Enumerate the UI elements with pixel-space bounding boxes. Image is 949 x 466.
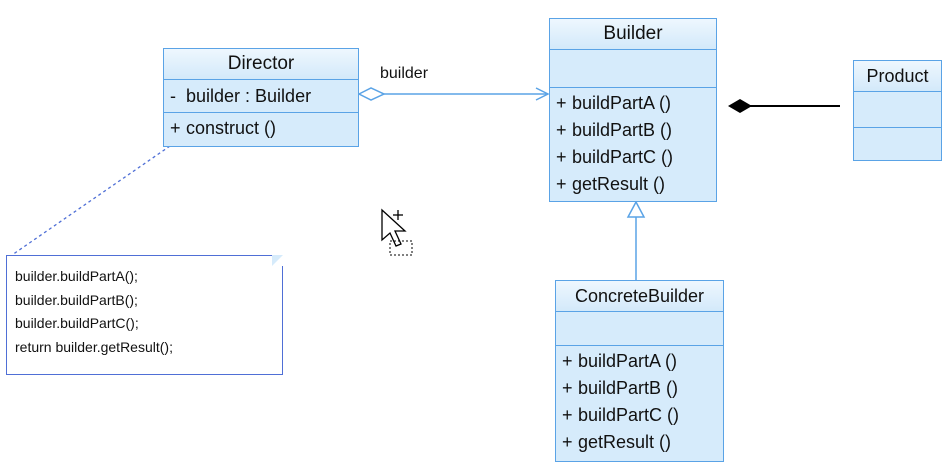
operation-row: +construct () [170, 115, 358, 142]
visibility: + [562, 378, 573, 398]
operation-text: buildPartB () [572, 120, 673, 140]
class-name: Builder [550, 19, 716, 50]
visibility: + [170, 118, 181, 138]
class-concrete-builder[interactable]: ConcreteBuilder +buildPartA () +buildPar… [555, 280, 724, 462]
visibility: + [562, 351, 573, 371]
class-director[interactable]: Director -builder : Builder +construct (… [163, 48, 359, 147]
visibility: + [556, 93, 567, 113]
class-builder[interactable]: Builder +buildPartA () +buildPartB () +b… [549, 18, 717, 202]
association-arrowhead [535, 87, 550, 101]
operation-text: construct () [186, 118, 277, 138]
note-line: builder.buildPartC(); [15, 315, 139, 331]
operation-row: +buildPartA () [556, 90, 716, 117]
operation-text: buildPartA () [578, 351, 678, 371]
operation-text: buildPartB () [578, 378, 679, 398]
class-name: Product [854, 61, 941, 92]
note-line: builder.buildPartB(); [15, 291, 138, 308]
operation-text: buildPartC () [578, 405, 680, 425]
class-name: Director [164, 49, 358, 80]
aggregation-diamond [357, 87, 386, 101]
class-product[interactable]: Product [853, 60, 942, 161]
note-fold-corner [272, 255, 283, 266]
operation-text: buildPartC () [572, 147, 674, 167]
operation-text: buildPartA () [572, 93, 672, 113]
visibility: + [556, 174, 567, 194]
operation-row: +buildPartC () [556, 144, 716, 171]
operations-section: +construct () [164, 113, 358, 142]
operation-row: +getResult () [556, 171, 716, 198]
note-line: builder.buildPartA(); [15, 268, 138, 284]
visibility: + [562, 405, 573, 425]
generalization-triangle [626, 200, 646, 218]
operation-text: getResult () [578, 432, 672, 452]
attributes-section [854, 92, 941, 128]
attributes-section [550, 50, 716, 88]
visibility: + [556, 120, 567, 140]
visibility: + [562, 432, 573, 452]
operation-row: +buildPartB () [556, 117, 716, 144]
uml-note[interactable]: builder.buildPartA(); builder.buildPartB… [6, 255, 283, 375]
operation-text: getResult () [572, 174, 666, 194]
note-anchor-line [11, 145, 171, 256]
visibility: + [556, 147, 567, 167]
operation-row: +getResult () [562, 429, 723, 456]
composition-diamond [728, 99, 752, 113]
association-label: builder [380, 65, 429, 82]
operations-section: +buildPartA () +buildPartB () +buildPart… [556, 346, 723, 456]
class-name: ConcreteBuilder [556, 281, 723, 312]
operation-row: +buildPartB () [562, 375, 723, 402]
cursor-icon [381, 208, 413, 256]
attributes-section [556, 312, 723, 346]
attribute-row: -builder : Builder [170, 83, 358, 110]
operation-row: +buildPartC () [562, 402, 723, 429]
note-line: return builder.getResult(); [15, 338, 173, 355]
operation-row: +buildPartA () [562, 348, 723, 375]
operations-section: +buildPartA () +buildPartB () +buildPart… [550, 88, 716, 198]
attribute-text: builder : Builder [186, 86, 312, 106]
attributes-section: -builder : Builder [164, 80, 358, 113]
visibility: - [170, 86, 176, 106]
